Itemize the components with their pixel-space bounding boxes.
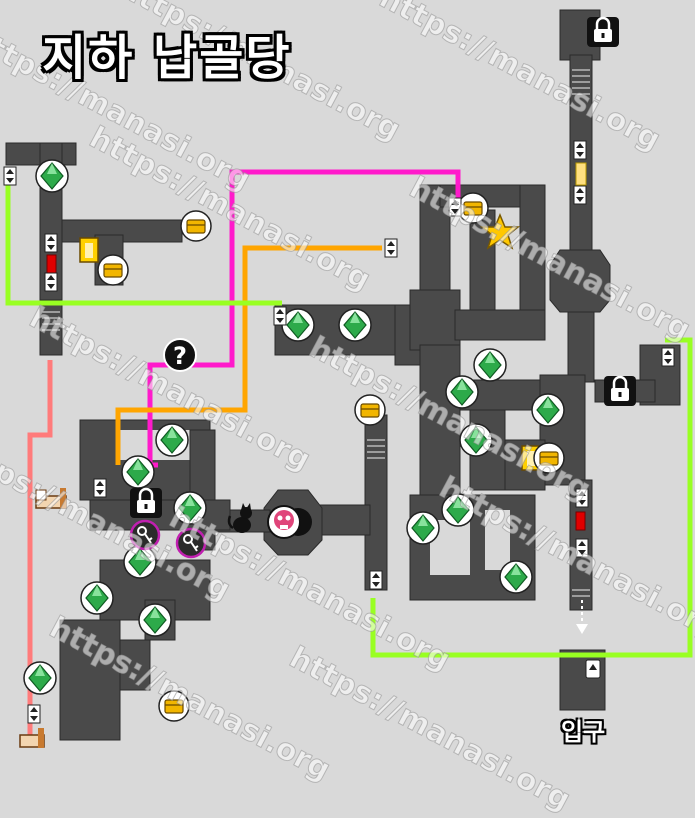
door-icon[interactable]: [79, 237, 99, 263]
diamond-icon: [138, 603, 172, 637]
question-mark-icon[interactable]: ?: [163, 338, 197, 372]
diamond-icon: [23, 661, 57, 695]
diamond-icon: [338, 308, 372, 342]
padlock-icon[interactable]: [585, 15, 621, 49]
red-barrier-right: [575, 511, 586, 531]
diamond-icon: [121, 455, 155, 489]
diamond-icon: [80, 581, 114, 615]
pink-route: [27, 360, 53, 740]
star-icon[interactable]: [479, 213, 521, 250]
stairs: [42, 69, 590, 597]
cat-icon: [227, 503, 252, 533]
padlock-icon[interactable]: [602, 374, 638, 408]
entrance-arrow: [576, 600, 601, 679]
yellow-barrier: [575, 162, 587, 186]
entrance-label: 입구: [561, 718, 606, 746]
orange-route: [115, 245, 382, 465]
diamond-icon: [406, 511, 440, 545]
svg-text:?: ?: [173, 342, 187, 370]
diamond-icon: [155, 423, 189, 457]
red-barrier-top: [46, 254, 57, 274]
diamond-icon: [281, 308, 315, 342]
green-route-left: [5, 180, 282, 306]
bed-icon[interactable]: [19, 728, 45, 748]
map-title: 지하 납골당: [42, 30, 292, 86]
diamond-icon: [499, 560, 533, 594]
map-canvas: ?: [3, 9, 693, 748]
diamond-icon: [35, 159, 69, 193]
padlock-icon[interactable]: [128, 486, 164, 520]
treasure-chest-icon: [97, 254, 129, 286]
diamond-icon: [531, 393, 565, 427]
diamond-icon: [473, 348, 507, 382]
skull-icon[interactable]: [267, 505, 312, 539]
bed-icon[interactable]: [35, 488, 67, 509]
green-route-bottom: [370, 337, 693, 658]
